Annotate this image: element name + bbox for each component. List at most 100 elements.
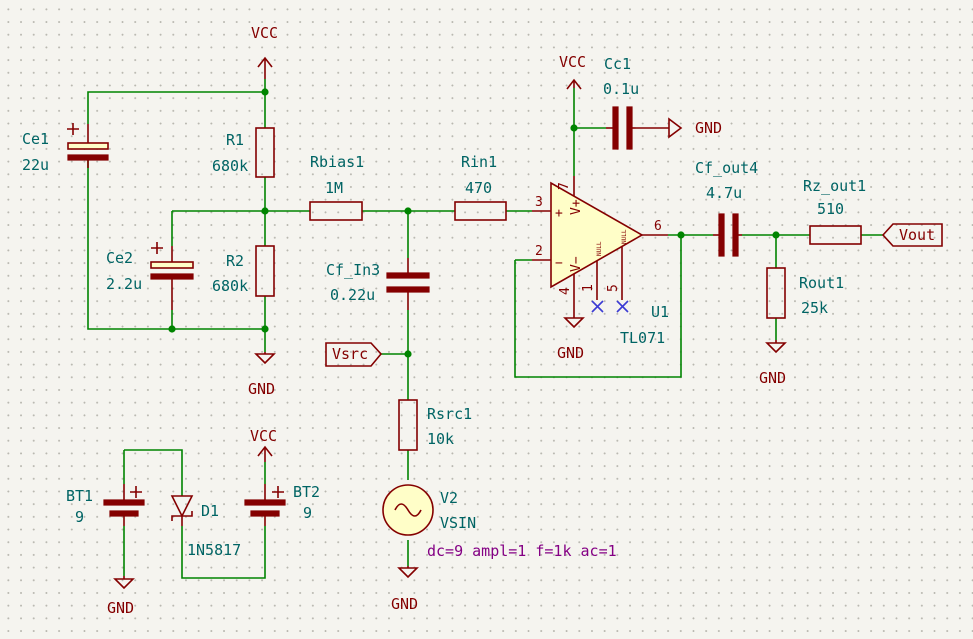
bt2-ref: BT2 [293, 483, 320, 501]
pin-3-label: 3 [535, 195, 543, 210]
pin-5-label: 5 [606, 284, 621, 292]
junction-dot [570, 124, 578, 132]
ce2-value: 2.2u [106, 275, 142, 293]
r1-value: 680k [212, 157, 248, 175]
ce1-value: 22u [22, 156, 49, 174]
ce1-ref: Ce1 [22, 130, 49, 148]
gnd-label: GND [759, 369, 786, 387]
plus-sign: + [555, 206, 563, 221]
pin-4-label: 4 [558, 287, 573, 295]
vminus-label: V− [569, 256, 584, 272]
r2-ref: R2 [226, 252, 244, 270]
capacitor-cc1[interactable]: Cc1 0.1u [603, 55, 639, 150]
gnd-symbol-source: GND [391, 566, 419, 613]
vsrc-label: Vsrc [332, 345, 368, 363]
cf-in3-value: 0.22u [330, 286, 375, 304]
d1-value: 1N5817 [187, 541, 241, 559]
junction-dot [261, 325, 269, 333]
rbias1-ref: Rbias1 [310, 153, 364, 171]
junction-dot [404, 207, 412, 215]
junction-dots [168, 88, 780, 358]
rin1-value: 470 [465, 179, 492, 197]
junction-dot [677, 231, 685, 239]
capacitor-ce1[interactable]: Ce1 22u [22, 123, 109, 174]
r2-value: 680k [212, 277, 248, 295]
no-connect-marker [591, 300, 604, 313]
gnd-symbol-divider: GND [248, 352, 276, 398]
bt1-ref: BT1 [66, 487, 93, 505]
vcc-label: VCC [250, 427, 277, 445]
junction-dot [168, 325, 176, 333]
pin-2-label: 2 [535, 244, 543, 259]
vcc-label: VCC [559, 53, 586, 71]
d1-ref: D1 [201, 502, 219, 520]
junction-dot [772, 231, 780, 239]
wires [87, 79, 883, 579]
junction-dot [404, 350, 412, 358]
resistor-r1[interactable]: R1 680k [212, 127, 275, 178]
capacitor-cf-in3[interactable]: Cf_In3 0.22u [326, 258, 430, 310]
diode-d1[interactable]: D1 1N5817 [170, 495, 241, 559]
bt2-value: 9 [303, 504, 312, 522]
resistor-rz-out1[interactable]: Rz_out1 510 [803, 177, 866, 245]
vcc-symbol-opamp: VCC [559, 53, 586, 90]
null-label: NULL [621, 229, 628, 244]
cc1-value: 0.1u [603, 80, 639, 98]
rz-out1-ref: Rz_out1 [803, 177, 866, 195]
rout1-ref: Rout1 [799, 274, 844, 292]
pin-1-label: 1 [581, 284, 596, 292]
minus-sign: − [555, 256, 563, 271]
opamp-u1[interactable]: 3 2 6 7 4 1 5 + − V+ V− NULL NULL U1 TL0… [532, 176, 669, 347]
net-label-vout[interactable]: Vout [881, 223, 943, 247]
v2-ref: V2 [440, 489, 458, 507]
cc1-ref: Cc1 [604, 55, 631, 73]
ce2-ref: Ce2 [106, 249, 133, 267]
r1-ref: R1 [226, 131, 244, 149]
bt1-value: 9 [75, 508, 84, 526]
vplus-label: V+ [569, 199, 584, 215]
gnd-symbol-battery: GND [107, 576, 135, 617]
vcc-label: VCC [251, 24, 278, 42]
vcc-symbol-battery: VCC [250, 427, 277, 462]
net-label-vsrc[interactable]: Vsrc [325, 342, 383, 367]
rsrc1-value: 10k [427, 430, 454, 448]
junction-dot [261, 207, 269, 215]
resistor-rin1[interactable]: Rin1 470 [454, 153, 507, 221]
resistor-rbias1[interactable]: Rbias1 1M [309, 153, 364, 221]
cf-out4-value: 4.7u [706, 184, 742, 202]
resistor-rsrc1[interactable]: Rsrc1 10k [398, 399, 472, 451]
gnd-label: GND [391, 595, 418, 613]
capacitor-ce2[interactable]: Ce2 2.2u [106, 242, 194, 310]
resistor-r2[interactable]: R2 680k [212, 245, 275, 297]
gnd-label: GND [248, 380, 275, 398]
cf-out4-ref: Cf_out4 [695, 159, 758, 177]
no-connect-marker [616, 300, 629, 313]
battery-bt1[interactable]: BT1 9 [66, 484, 145, 526]
rsrc1-ref: Rsrc1 [427, 405, 472, 423]
u1-ref: U1 [651, 303, 669, 321]
v2-value: VSIN [440, 514, 476, 532]
v2-spice-directive: dc=9 ampl=1 f=1k ac=1 [427, 542, 617, 560]
gnd-label: GND [695, 119, 722, 137]
u1-value: TL071 [620, 329, 665, 347]
voltage-source-v2[interactable]: V2 VSIN dc=9 ampl=1 f=1k ac=1 [382, 484, 617, 560]
rin1-ref: Rin1 [461, 153, 497, 171]
pin-7-label: 7 [557, 182, 572, 190]
vcc-symbol-top: VCC [251, 24, 278, 79]
resistor-rout1[interactable]: Rout1 25k [766, 267, 844, 319]
gnd-label: GND [557, 344, 584, 362]
cf-in3-ref: Cf_In3 [326, 261, 380, 279]
junction-dot [261, 88, 269, 96]
battery-bt2[interactable]: BT2 9 [244, 483, 320, 526]
pin-6-label: 6 [654, 219, 662, 234]
rz-out1-value: 510 [817, 200, 844, 218]
gnd-symbol-opamp: GND [557, 300, 585, 362]
rbias1-value: 1M [325, 179, 343, 197]
gnd-label: GND [107, 599, 134, 617]
gnd-symbol-rout: GND [759, 340, 787, 387]
vout-label: Vout [899, 226, 935, 244]
capacitor-cf-out4[interactable]: Cf_out4 4.7u [695, 159, 758, 257]
gnd-symbol-cc1: GND [636, 117, 722, 139]
